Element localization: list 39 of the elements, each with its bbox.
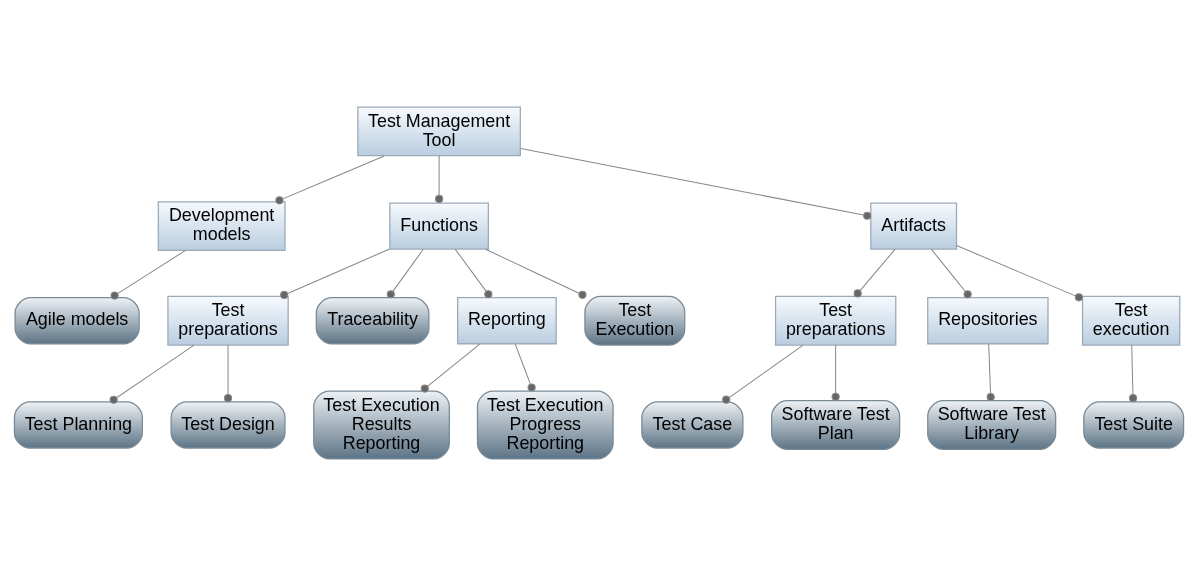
connector	[435, 154, 444, 203]
node-box: Artifacts	[870, 201, 958, 250]
connector	[275, 154, 385, 204]
connector	[930, 248, 972, 298]
node-box: Test preparations	[167, 295, 289, 346]
connector	[514, 343, 536, 392]
connector	[956, 244, 1083, 301]
connector	[110, 249, 186, 300]
node-box: Functions	[389, 201, 489, 250]
connector	[520, 147, 872, 220]
node-box: Traceability	[315, 296, 430, 344]
node-box: Test Execution Progress Reporting	[476, 389, 614, 459]
connector	[485, 248, 587, 299]
node-box: Test Execution	[584, 295, 686, 346]
node-box: Reporting	[457, 296, 557, 344]
connector	[280, 247, 391, 299]
connector	[386, 248, 424, 298]
node-box: Test Case	[641, 400, 744, 449]
node-box: Test Planning	[13, 400, 143, 449]
node-box: Test Suite	[1083, 400, 1185, 449]
connector	[853, 248, 896, 298]
connector	[223, 344, 233, 402]
node-box: Development models	[157, 200, 286, 251]
node-box: Test preparations	[774, 295, 897, 346]
connector	[454, 248, 493, 298]
connector	[986, 343, 995, 401]
node-box: Test Design	[170, 400, 286, 449]
node-box: Software Test Plan	[771, 399, 901, 450]
node-box: Test execution	[1081, 295, 1181, 346]
connector	[109, 344, 195, 404]
connector	[722, 344, 804, 404]
node-box: Test Execution Results Reporting	[313, 389, 450, 459]
node-box: Test Management Tool	[357, 106, 521, 156]
node-box: Repositories	[927, 296, 1049, 344]
node-box: Agile models	[14, 296, 140, 344]
connector	[831, 344, 840, 401]
node-box: Software Test Library	[927, 399, 1057, 450]
connector	[420, 343, 481, 393]
connector	[1128, 344, 1138, 402]
